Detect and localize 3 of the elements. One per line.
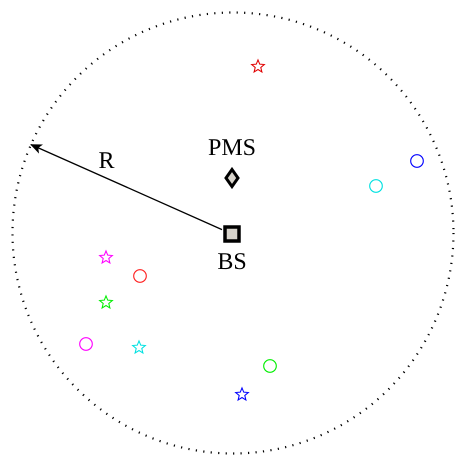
node-label: BS	[217, 250, 247, 274]
node-label: PMS	[208, 136, 256, 160]
arrow	[30, 144, 222, 230]
